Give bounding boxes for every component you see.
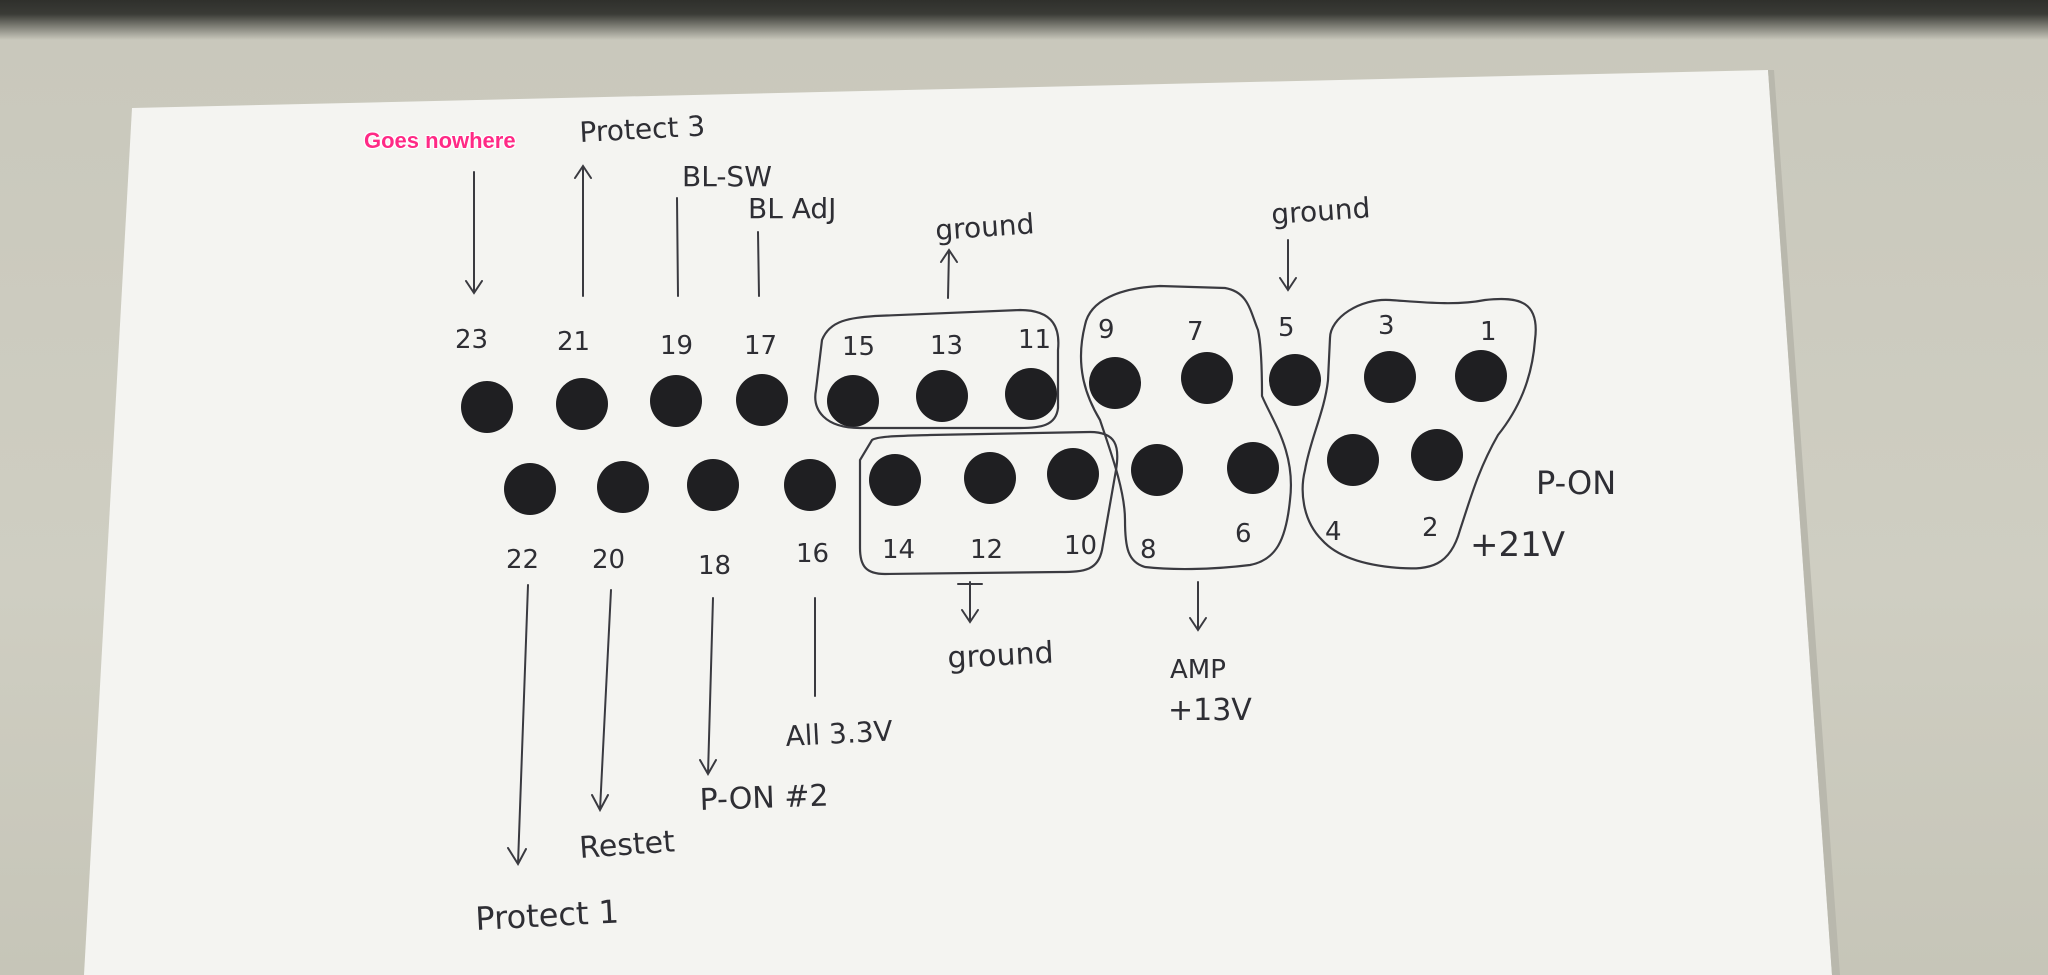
pin-label-22: 22	[506, 545, 539, 575]
pin-14	[869, 454, 921, 506]
pin-label-13: 13	[930, 331, 963, 361]
label-ground-pin-5: ground	[1270, 191, 1371, 231]
arrow-pin-22	[507, 584, 529, 866]
pin-label-3: 3	[1378, 311, 1395, 341]
pin-23	[461, 381, 513, 433]
pin-label-16: 16	[796, 539, 829, 569]
label-bl-sw: BL-SW	[682, 160, 772, 193]
line-pin-19	[676, 197, 679, 297]
pin-13	[916, 370, 968, 422]
pin-1	[1455, 350, 1507, 402]
pin-label-8: 8	[1140, 535, 1157, 565]
paper-sheet	[84, 70, 1832, 975]
pin-16	[784, 459, 836, 511]
pin-6	[1227, 442, 1279, 494]
goes-nowhere-overlay-label: Goes nowhere	[364, 128, 516, 153]
pin-7	[1181, 352, 1233, 404]
pin-3	[1364, 351, 1416, 403]
pin-21	[556, 378, 608, 430]
label-protect-1: Protect 1	[474, 893, 619, 938]
pin-4	[1327, 434, 1379, 486]
arrow-ground-pin-5	[1279, 239, 1297, 292]
pin-label-12: 12	[970, 535, 1003, 565]
pin-10	[1047, 448, 1099, 500]
pin-8	[1131, 444, 1183, 496]
ground-group-top-outline	[814, 308, 1060, 430]
pin-5	[1269, 354, 1321, 406]
arrow-pin-23	[465, 171, 483, 295]
label-ground-bottom: ground	[947, 635, 1055, 676]
arrow-amp	[1189, 581, 1207, 632]
label-reset: Restet	[578, 824, 676, 866]
pin-label-18: 18	[698, 551, 731, 581]
label-p-on-voltage: +21V	[1470, 525, 1565, 565]
label-p-on: P-ON	[1536, 464, 1616, 502]
pin-label-9: 9	[1098, 315, 1115, 345]
arrow-pin-18	[699, 597, 717, 777]
arrow-ground-top	[940, 248, 958, 299]
label-p-on-2: P-ON #2	[699, 779, 829, 818]
pin-15	[827, 375, 879, 427]
ground-group-bottom-outline	[858, 430, 1119, 576]
label-ground-top: ground	[934, 207, 1035, 247]
pin-22	[504, 463, 556, 515]
label-protect-3: Protect 3	[579, 109, 706, 149]
pin-label-19: 19	[660, 331, 693, 361]
pin-label-20: 20	[592, 545, 625, 575]
pin-label-5: 5	[1278, 313, 1295, 343]
label-amp: AMP	[1170, 655, 1226, 685]
pin-label-6: 6	[1235, 519, 1252, 549]
pin-label-17: 17	[744, 331, 777, 361]
bottom-row-pins	[504, 429, 1463, 515]
pin-9	[1089, 357, 1141, 409]
pin-label-7: 7	[1187, 317, 1204, 347]
pin-label-23: 23	[455, 325, 488, 355]
amp-group-outline	[1079, 284, 1293, 571]
paper-shadow	[1768, 70, 1840, 975]
pin-label-1: 1	[1480, 317, 1497, 347]
arrow-ground-bottom	[957, 581, 983, 624]
pin-12	[964, 452, 1016, 504]
pin-19	[650, 375, 702, 427]
pin-label-21: 21	[557, 327, 590, 357]
pin-label-10: 10	[1064, 531, 1097, 561]
pin-18	[687, 459, 739, 511]
pin-17	[736, 374, 788, 426]
p-on-group-outline	[1301, 297, 1537, 570]
pin-label-11: 11	[1018, 325, 1051, 355]
line-pin-17	[757, 231, 760, 297]
pin-label-15: 15	[842, 332, 875, 362]
top-row-pins	[461, 350, 1507, 433]
pin-label-4: 4	[1325, 517, 1342, 547]
label-amp-voltage: +13V	[1168, 693, 1252, 728]
arrow-pin-21	[574, 164, 592, 297]
pin-11	[1005, 368, 1057, 420]
label-all-3-3v: All 3.3V	[785, 714, 894, 753]
label-bl-adj: BL AdJ	[748, 192, 836, 225]
pin-label-2: 2	[1422, 513, 1439, 543]
pin-label-14: 14	[882, 535, 915, 565]
pin-number-labels: 23 21 19 17 15 13 11 9 7 5 3 1 22 20 18 …	[455, 311, 1497, 581]
arrow-pin-20	[591, 589, 612, 813]
annotation-labels: Protect 3 BL-SW BL AdJ ground ground gro…	[474, 109, 1616, 938]
pin-20	[597, 461, 649, 513]
pin-2	[1411, 429, 1463, 481]
